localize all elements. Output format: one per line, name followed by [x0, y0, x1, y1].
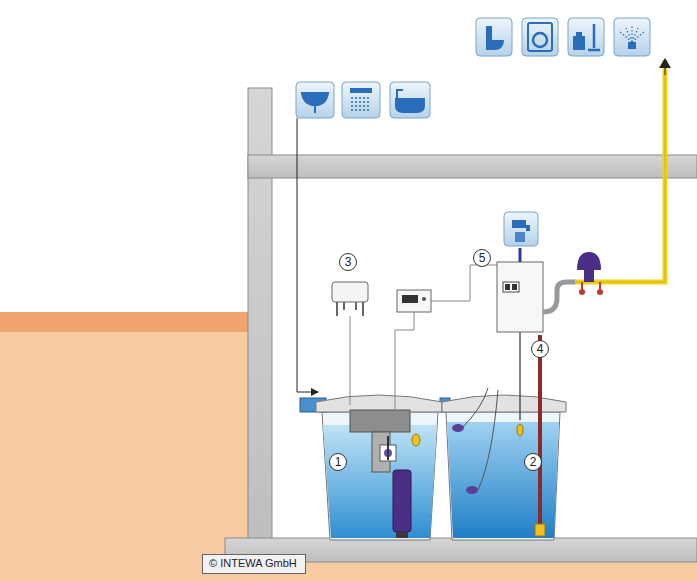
copyright-box: © INTEWA GmbH [202, 554, 306, 574]
use-icons [476, 18, 650, 56]
inflow-line [297, 118, 318, 392]
soil [0, 312, 697, 581]
treatment-tank [300, 395, 450, 540]
callout-number: 1 [329, 453, 347, 471]
building-structure [225, 88, 697, 562]
source-icons [296, 82, 430, 118]
callout-number: 5 [473, 249, 491, 267]
control-unit [497, 212, 543, 332]
copyright-text: © INTEWA GmbH [203, 555, 305, 571]
callout-number: 4 [531, 340, 549, 358]
supply-line [543, 58, 671, 312]
callout-number: 3 [339, 253, 357, 271]
blower-and-display [332, 265, 498, 410]
storage-tank [442, 330, 566, 540]
callout-number: 2 [524, 453, 542, 471]
